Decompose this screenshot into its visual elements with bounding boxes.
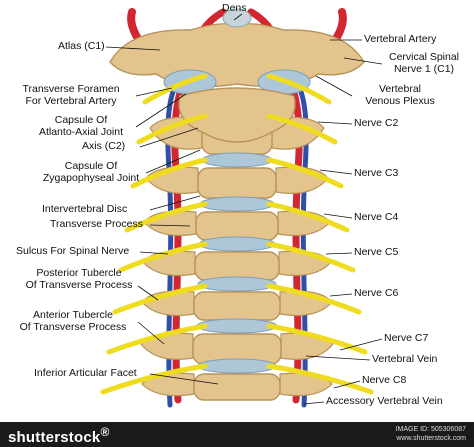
intervertebral-disc-2 [199,196,275,212]
spinal-nerve-right-4 [266,201,350,233]
spinal-nerve-left-7 [106,323,208,355]
leader-anterior-tubercle [137,321,165,345]
leader-intervertebral-disc [149,195,201,211]
vertebral-body-6 [193,373,281,401]
label-vertebral-vein: Vertebral Vein [372,353,438,365]
brand-registered-mark: ® [100,425,110,439]
label-nerve-c3: Nerve C3 [354,167,399,179]
label-anterior-tubercle-1: Anterior Tubercle [33,309,113,321]
label-transverse-process: Transverse Process [50,218,143,230]
stock-footer: shutterstock® IMAGE ID: 505306087 www.sh… [0,422,474,447]
leader-nerve-c7 [339,338,383,351]
label-venous-plexus-1: Vertebral [378,83,422,95]
atlas-c1 [109,23,365,88]
label-transverse-foramen-2: For Vertebral Artery [25,95,117,107]
label-posterior-tubercle-2: Of Transverse Process [25,279,133,291]
spinal-nerve-left-1 [142,73,208,105]
leader-sulcus [139,251,169,255]
spinal-nerve-left-5 [118,241,208,273]
label-anterior-tubercle-2: Of Transverse Process [19,321,127,333]
spinal-nerve-right-8 [266,363,374,395]
leader-dens [233,13,243,21]
brand-name: shutterstock [8,429,101,446]
label-posterior-tubercle-1: Posterior Tubercle [36,267,122,279]
vertebral-body-1 [197,167,277,199]
label-sulcus: Sulcus For Spinal Nerve [16,245,130,257]
label-capsule-aa-2: Atlanto-Axial Joint [38,126,124,138]
label-intervertebral-disc: Intervertebral Disc [42,203,128,215]
leader-axis [139,127,199,148]
label-inferior-facet: Inferior Articular Facet [34,367,137,379]
spinal-nerve-right-3 [266,157,344,189]
spinal-nerve-left-2 [136,113,208,145]
label-capsule-zyg-1: Capsule Of [64,160,118,172]
leader-inferior-facet [149,373,219,385]
spinal-nerve-right-6 [266,283,362,315]
spinal-nerve-right-5 [266,241,356,273]
vertebral-body-3 [194,251,280,281]
leader-accessory-vein [303,401,325,405]
label-cervical-nerve-1: Cervical Spinal [388,51,460,63]
site-url: www.shutterstock.com [396,435,466,442]
label-venous-plexus-2: Venous Plexus [365,95,435,107]
label-transverse-foramen-1: Transverse Foramen [22,83,120,95]
leader-transverse-foramen [135,87,173,97]
label-nerve-c5: Nerve C5 [354,246,399,258]
intervertebral-disc-1 [201,152,273,168]
spinal-nerve-right-7 [266,323,368,355]
spinal-nerve-left-6 [112,283,208,315]
label-atlas: Atlas (C1) [58,40,105,52]
leader-vertebral-vein [305,355,371,361]
spinal-nerve-left-8 [100,363,208,395]
brand-logo: shutterstock® [8,425,109,446]
label-nerve-c6: Nerve C6 [354,287,399,299]
spinal-nerve-right-1 [266,73,332,105]
label-capsule-zyg-2: Zygapophyseal Joint [42,172,140,184]
leader-posterior-tubercle [137,285,159,301]
vertebral-body-2 [195,211,279,241]
spinal-nerve-left-3 [130,157,208,189]
label-nerve-c8: Nerve C8 [362,374,407,386]
leader-nerve-c5 [325,252,353,255]
leader-atlas [105,46,161,51]
leader-venous-plexus [315,75,353,97]
axis-c2 [178,87,296,143]
leader-nerve-c3 [319,169,353,175]
label-nerve-c7: Nerve C7 [384,332,429,344]
spinal-nerve-right-2 [266,113,338,145]
leader-transverse-process [149,224,191,227]
intervertebral-disc-5 [196,318,278,334]
image-id: IMAGE ID: 505306087 [395,426,466,433]
spinal-nerve-left-4 [124,201,208,233]
vertebral-body-4 [193,291,281,321]
leader-lines [105,13,383,405]
leader-nerve-c6 [329,293,353,297]
label-axis: Axis (C2) [82,140,126,152]
intervertebral-disc-4 [197,276,277,292]
leader-nerve-c4 [323,213,353,219]
image-id-block: IMAGE ID: 505306087 www.shutterstock.com [396,425,466,443]
leader-capsule-aa [135,93,187,128]
leader-nerve-c8 [333,380,361,389]
label-vertebral-artery: Vertebral Artery [364,33,437,45]
leader-capsule-zyg [145,149,201,174]
label-capsule-aa-1: Capsule Of [54,114,108,126]
leader-nerve-c2 [317,121,353,125]
label-cervical-nerve-2: Nerve 1 (C1) [393,63,455,75]
leader-cervical-nerve-1 [343,57,383,65]
label-nerve-c2: Nerve C2 [354,117,399,129]
cervical-spine-illustration [100,8,383,408]
label-accessory-vein: Accessory Vertebral Vein [326,395,443,407]
intervertebral-disc-6 [197,358,277,374]
label-dens: Dens [222,2,247,14]
nerve-layer [100,73,374,395]
label-nerve-c4: Nerve C4 [354,211,399,223]
intervertebral-disc-3 [198,236,276,252]
